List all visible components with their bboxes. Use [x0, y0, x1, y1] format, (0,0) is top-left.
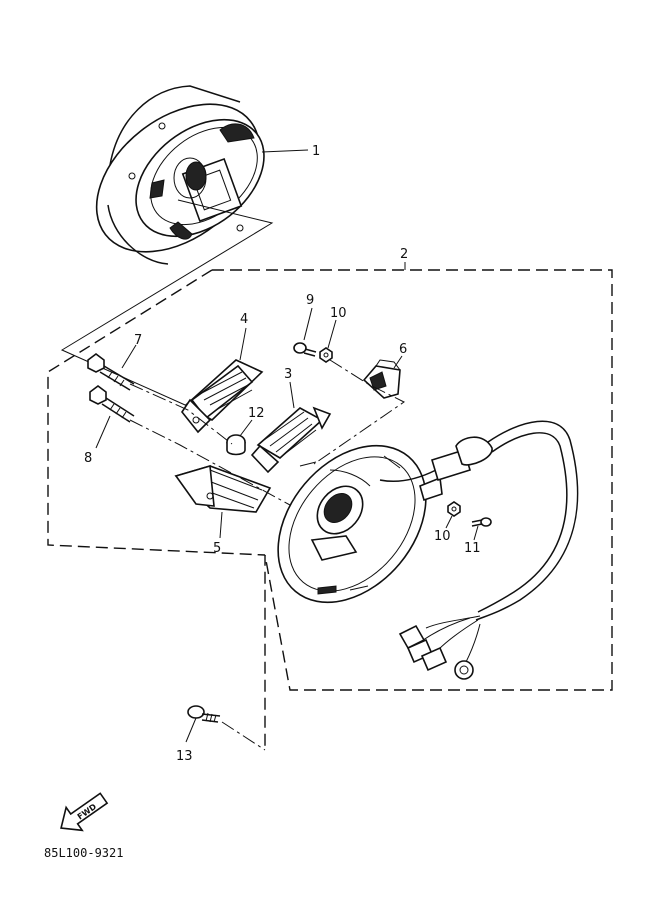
align-line-13	[221, 721, 266, 751]
bolt-7	[87, 353, 135, 391]
leader-6	[393, 355, 403, 369]
stator-base-plate	[277, 444, 427, 604]
callout-2: 2	[400, 247, 408, 262]
wire-harness	[379, 420, 579, 680]
callout-12: 12	[248, 406, 265, 421]
rotor-axis-line	[60, 199, 274, 418]
clamp-6	[362, 359, 401, 399]
leader-7	[121, 344, 137, 369]
callout-5: 5	[213, 541, 221, 556]
callout-4: 4	[240, 312, 248, 327]
callout-6: 6	[399, 342, 407, 357]
flywheel-rotor	[95, 85, 265, 265]
callout-13: 13	[176, 749, 193, 764]
callout-11: 11	[464, 541, 481, 556]
callout-1: 1	[312, 144, 320, 159]
align-line-7	[129, 383, 233, 445]
leader-9	[303, 307, 313, 341]
drawing-code: 85L100-9321	[44, 846, 123, 860]
assembly-boundary-left	[47, 269, 266, 556]
forward-arrow-icon: FWD	[60, 792, 109, 832]
leader-10b	[445, 515, 453, 529]
callout-9: 9	[306, 293, 314, 308]
leader-13	[185, 717, 197, 743]
leader-5	[219, 511, 223, 539]
screw-13	[187, 705, 221, 723]
leader-1	[261, 149, 309, 153]
screw-11	[471, 517, 492, 527]
pulser-coil-3	[250, 406, 332, 474]
collar-12	[226, 434, 246, 456]
leader-12	[239, 419, 253, 437]
leader-3	[289, 381, 295, 409]
washer-10-top	[319, 347, 333, 363]
leader-10a	[327, 319, 337, 349]
assembly-boundary	[212, 269, 613, 750]
charge-coil-4	[181, 359, 264, 434]
callout-7: 7	[134, 333, 142, 348]
callout-3: 3	[284, 367, 292, 382]
callout-10a: 10	[330, 306, 347, 321]
source-coil-5	[174, 464, 272, 513]
align-line-8	[129, 419, 291, 506]
washer-10-bottom	[447, 501, 461, 517]
bolt-8	[89, 385, 135, 423]
screw-9	[293, 342, 317, 357]
leader-8	[95, 415, 111, 449]
leader-4	[239, 327, 247, 361]
leader-11	[473, 525, 479, 541]
callout-8: 8	[84, 451, 92, 466]
callout-10b: 10	[434, 529, 451, 544]
